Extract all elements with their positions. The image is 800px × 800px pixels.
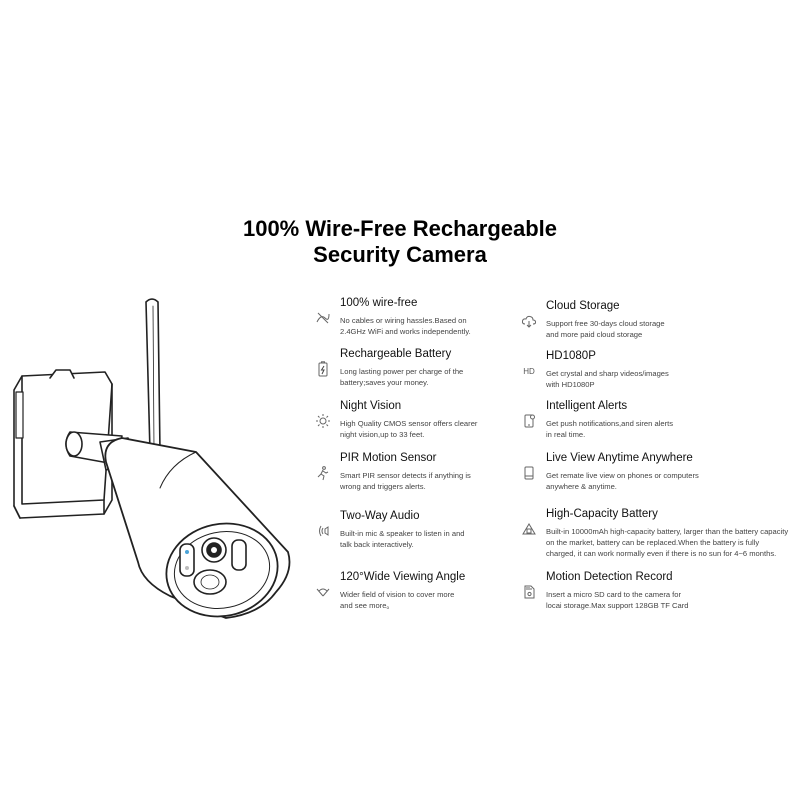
- feature-description: Smart PIR sensor detects if anything is …: [340, 471, 471, 491]
- feature-rechargeable-battery: Rechargeable Battery Long lasting power …: [314, 348, 514, 392]
- feature-title: Two-Way Audio: [340, 510, 420, 522]
- feature-description: Support free 30-days cloud storage and m…: [546, 319, 665, 339]
- page-title-line-2: Security Camera: [313, 242, 487, 267]
- feature-motion-detection-record: Motion Detection Record Insert a micro S…: [520, 571, 795, 615]
- feature-two-way-audio: Two-Way Audio Built-in mic & speaker to …: [314, 510, 514, 554]
- wide-angle-icon: [314, 583, 332, 601]
- sd-card-icon: [520, 583, 538, 601]
- live-view-icon: [520, 464, 538, 482]
- feature-hd1080p: HD HD1080P Get crystal and sharp videos/…: [520, 350, 795, 394]
- feature-high-capacity-battery: High-Capacity Battery Built-in 10000mAh …: [520, 508, 795, 564]
- feature-title: 120°Wide Viewing Angle: [340, 571, 466, 583]
- motion-sensor-icon: [314, 464, 332, 482]
- feature-pir-motion: PIR Motion Sensor Smart PIR sensor detec…: [314, 452, 514, 496]
- feature-description: Get push notifications,and siren alerts …: [546, 419, 674, 439]
- feature-intelligent-alerts: Intelligent Alerts Get push notification…: [520, 400, 795, 444]
- feature-wide-angle: 120°Wide Viewing Angle Wider field of vi…: [314, 571, 514, 615]
- alert-icon: [520, 412, 538, 430]
- hd-label: HD: [523, 366, 535, 376]
- feature-title: Live View Anytime Anywhere: [546, 452, 693, 464]
- feature-live-view: Live View Anytime Anywhere Get remate li…: [520, 452, 795, 496]
- feature-description: High Quality CMOS sensor offers clearer …: [340, 419, 478, 439]
- cloud-storage-icon: [520, 312, 538, 330]
- feature-title: Intelligent Alerts: [546, 400, 628, 412]
- feature-cloud-storage: Cloud Storage Support free 30-days cloud…: [520, 300, 795, 344]
- feature-description: Long lasting power per charge of the bat…: [340, 367, 464, 387]
- feature-title: Night Vision: [340, 400, 402, 412]
- feature-description: Insert a micro SD card to the camera for…: [546, 590, 689, 610]
- feature-title: High-Capacity Battery: [546, 508, 658, 520]
- feature-description: Built-in 10000mAh high-capacity battery,…: [546, 527, 789, 558]
- feature-wire-free: 100% wire-free No cables or wiring hassl…: [314, 297, 514, 341]
- audio-icon: [314, 522, 332, 540]
- high-capacity-battery-icon: [520, 520, 538, 538]
- feature-description: Get crystal and sharp videos/images with…: [546, 369, 669, 389]
- feature-description: Get remate live view on phones or comput…: [546, 471, 699, 491]
- night-vision-icon: [314, 412, 332, 430]
- page-title: 100% Wire-Free Rechargeable Security Cam…: [0, 216, 800, 268]
- battery-charging-icon: [314, 360, 332, 378]
- feature-description: Built-in mic & speaker to listen in and …: [340, 529, 465, 549]
- feature-title: Motion Detection Record: [546, 571, 673, 583]
- feature-title: HD1080P: [546, 350, 596, 362]
- feature-title: Cloud Storage: [546, 300, 620, 312]
- feature-description: No cables or wiring hassles.Based on 2.4…: [340, 316, 471, 336]
- feature-night-vision: Night Vision High Quality CMOS sensor of…: [314, 400, 514, 444]
- hd-icon: HD: [520, 362, 538, 380]
- feature-title: Rechargeable Battery: [340, 348, 452, 360]
- page-title-line-1: 100% Wire-Free Rechargeable: [242, 216, 558, 241]
- feature-description: Wider field of vision to cover more and …: [340, 590, 455, 610]
- no-wire-icon: [314, 309, 332, 327]
- feature-title: PIR Motion Sensor: [340, 452, 437, 464]
- security-camera-illustration: [13, 298, 291, 619]
- feature-title: 100% wire-free: [340, 297, 418, 309]
